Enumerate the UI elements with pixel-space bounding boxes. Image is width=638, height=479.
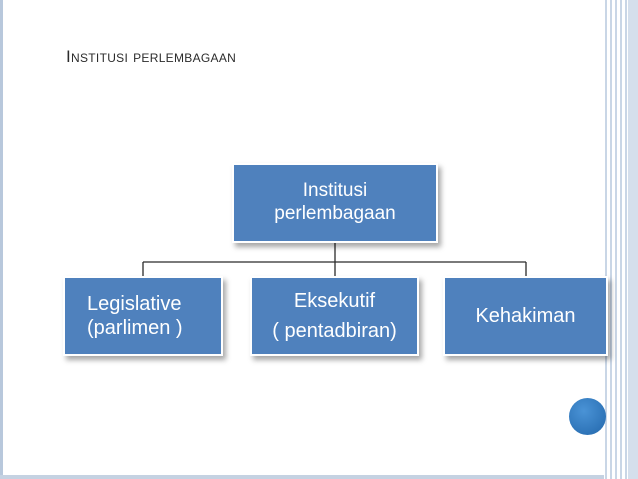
slide-title: Institusi perlembagaan [66,47,236,67]
node-eksekutif-line1: Eksekutif [293,290,376,312]
decorative-circle [569,398,606,435]
slide-frame-bottom [0,475,638,479]
node-legislative-line2: (parlimen ) [87,317,183,339]
decorative-stripes-edge [628,0,638,479]
slide-title-initial: I [66,47,72,66]
node-kehakiman: Kehakiman [443,276,608,356]
node-institusi-perlembagaan: Institusi perlembagaan [232,163,438,243]
node-legislative: Legislative (parlimen ) [63,276,223,356]
node-root-line1: Institusi [302,180,368,202]
slide-title-rest: nstitusi perlembagaan [71,47,237,66]
node-legislative-line1: Legislative [87,293,182,315]
node-root-line2: perlembagaan [274,203,396,224]
node-kehakiman-label: Kehakiman [475,305,576,327]
node-eksekutif-line2: ( pentadbiran) [272,320,397,342]
slide-frame-left [0,0,3,479]
node-eksekutif: Eksekutif ( pentadbiran) [250,276,419,356]
